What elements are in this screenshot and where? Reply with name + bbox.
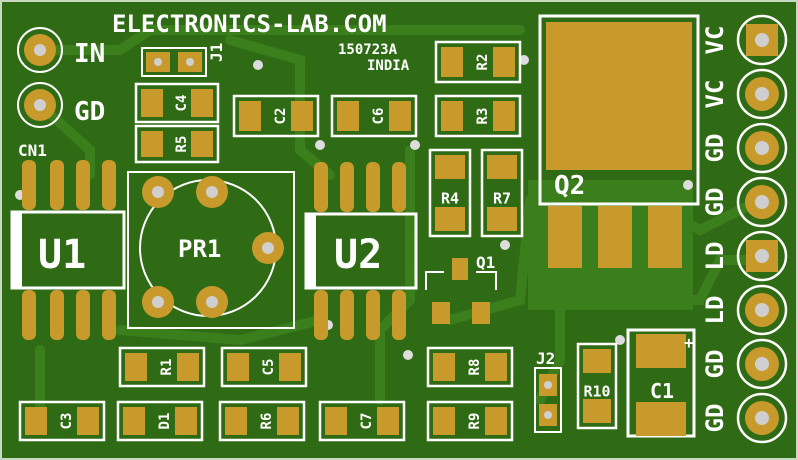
r7-component: R7 [480, 148, 524, 238]
r6-label: R6 [259, 413, 275, 430]
c5-label: C5 [261, 359, 277, 376]
pr1-label: PR1 [178, 235, 221, 263]
j1-label: J1 [207, 43, 226, 62]
board-code: 150723A [338, 42, 398, 58]
q1-transistor [425, 258, 497, 324]
c6-component: C6 [330, 94, 418, 138]
board-header: ELECTRONICS-LAB.COM [112, 10, 387, 38]
r8-component: R8 [426, 346, 514, 388]
r2-component: R2 [434, 40, 522, 84]
c4-component: C4 [134, 82, 220, 124]
output-pin-7: GD [701, 338, 788, 390]
output-pin-label: GD [701, 134, 729, 163]
r5-component: R5 [134, 124, 220, 164]
c1-capacitor [626, 328, 696, 438]
output-pin-label: GD [701, 188, 729, 217]
r7-label: R7 [493, 190, 511, 208]
r3-label: R3 [475, 108, 491, 125]
output-connector: VC VC GD GD LD LD GD GD [701, 14, 788, 444]
output-pin-label: VC [701, 80, 729, 109]
output-pin-1: VC [701, 14, 788, 66]
output-pin-label: GD [701, 350, 729, 379]
c3-label: C3 [59, 413, 75, 430]
c1-label: C1 [650, 379, 674, 403]
u1-label: U1 [38, 232, 86, 278]
input-connector [17, 27, 63, 128]
r9-label: R9 [467, 413, 483, 430]
r1-component: R1 [118, 346, 206, 388]
q2-label: Q2 [554, 171, 585, 201]
output-pin-5: LD [701, 230, 788, 282]
output-pin-label: GD [701, 404, 729, 433]
j1-header [141, 47, 207, 77]
r8-label: R8 [467, 359, 483, 376]
u1-ic [10, 160, 126, 340]
r6-component: R6 [218, 400, 306, 442]
output-pin-2: VC [701, 68, 788, 120]
c1-plus: + [684, 333, 694, 352]
c3-component: C3 [18, 400, 106, 442]
r9-component: R9 [426, 400, 514, 442]
d1-component: D1 [116, 400, 204, 442]
gd-label: GD [74, 97, 105, 127]
output-pin-label: VC [701, 26, 729, 55]
c4-label: C4 [174, 95, 190, 112]
cn1-label: CN1 [18, 141, 47, 160]
r2-label: R2 [475, 54, 491, 71]
in-label: IN [74, 39, 105, 69]
q2-transistor [538, 14, 700, 268]
output-pin-label: LD [701, 296, 729, 325]
output-pin-8: GD [701, 392, 788, 444]
r4-label: R4 [441, 190, 459, 208]
r10-label: R10 [583, 383, 610, 401]
q1-label: Q1 [476, 253, 495, 272]
output-pin-4: GD [701, 176, 788, 228]
r3-component: R3 [434, 94, 522, 138]
c2-label: C2 [273, 108, 289, 125]
pr1-potentiometer [127, 171, 295, 329]
c6-label: C6 [371, 108, 387, 125]
r5-label: R5 [174, 136, 190, 153]
u2-label: U2 [334, 232, 382, 278]
c5-component: C5 [220, 346, 308, 388]
c7-label: C7 [359, 413, 375, 430]
d1-label: D1 [157, 413, 173, 430]
board-country: INDIA [367, 58, 410, 74]
vias [15, 55, 693, 360]
j2-header [534, 367, 562, 433]
output-pin-6: LD [701, 284, 788, 336]
r1-label: R1 [159, 359, 175, 376]
output-pin-3: GD [701, 122, 788, 174]
c7-component: C7 [318, 400, 406, 442]
u2-ic [304, 162, 418, 340]
output-pin-label: LD [701, 242, 729, 271]
c2-component: C2 [232, 94, 320, 138]
r10-component: R10 [576, 342, 618, 430]
r4-component: R4 [428, 148, 472, 238]
j2-label: J2 [536, 349, 555, 368]
